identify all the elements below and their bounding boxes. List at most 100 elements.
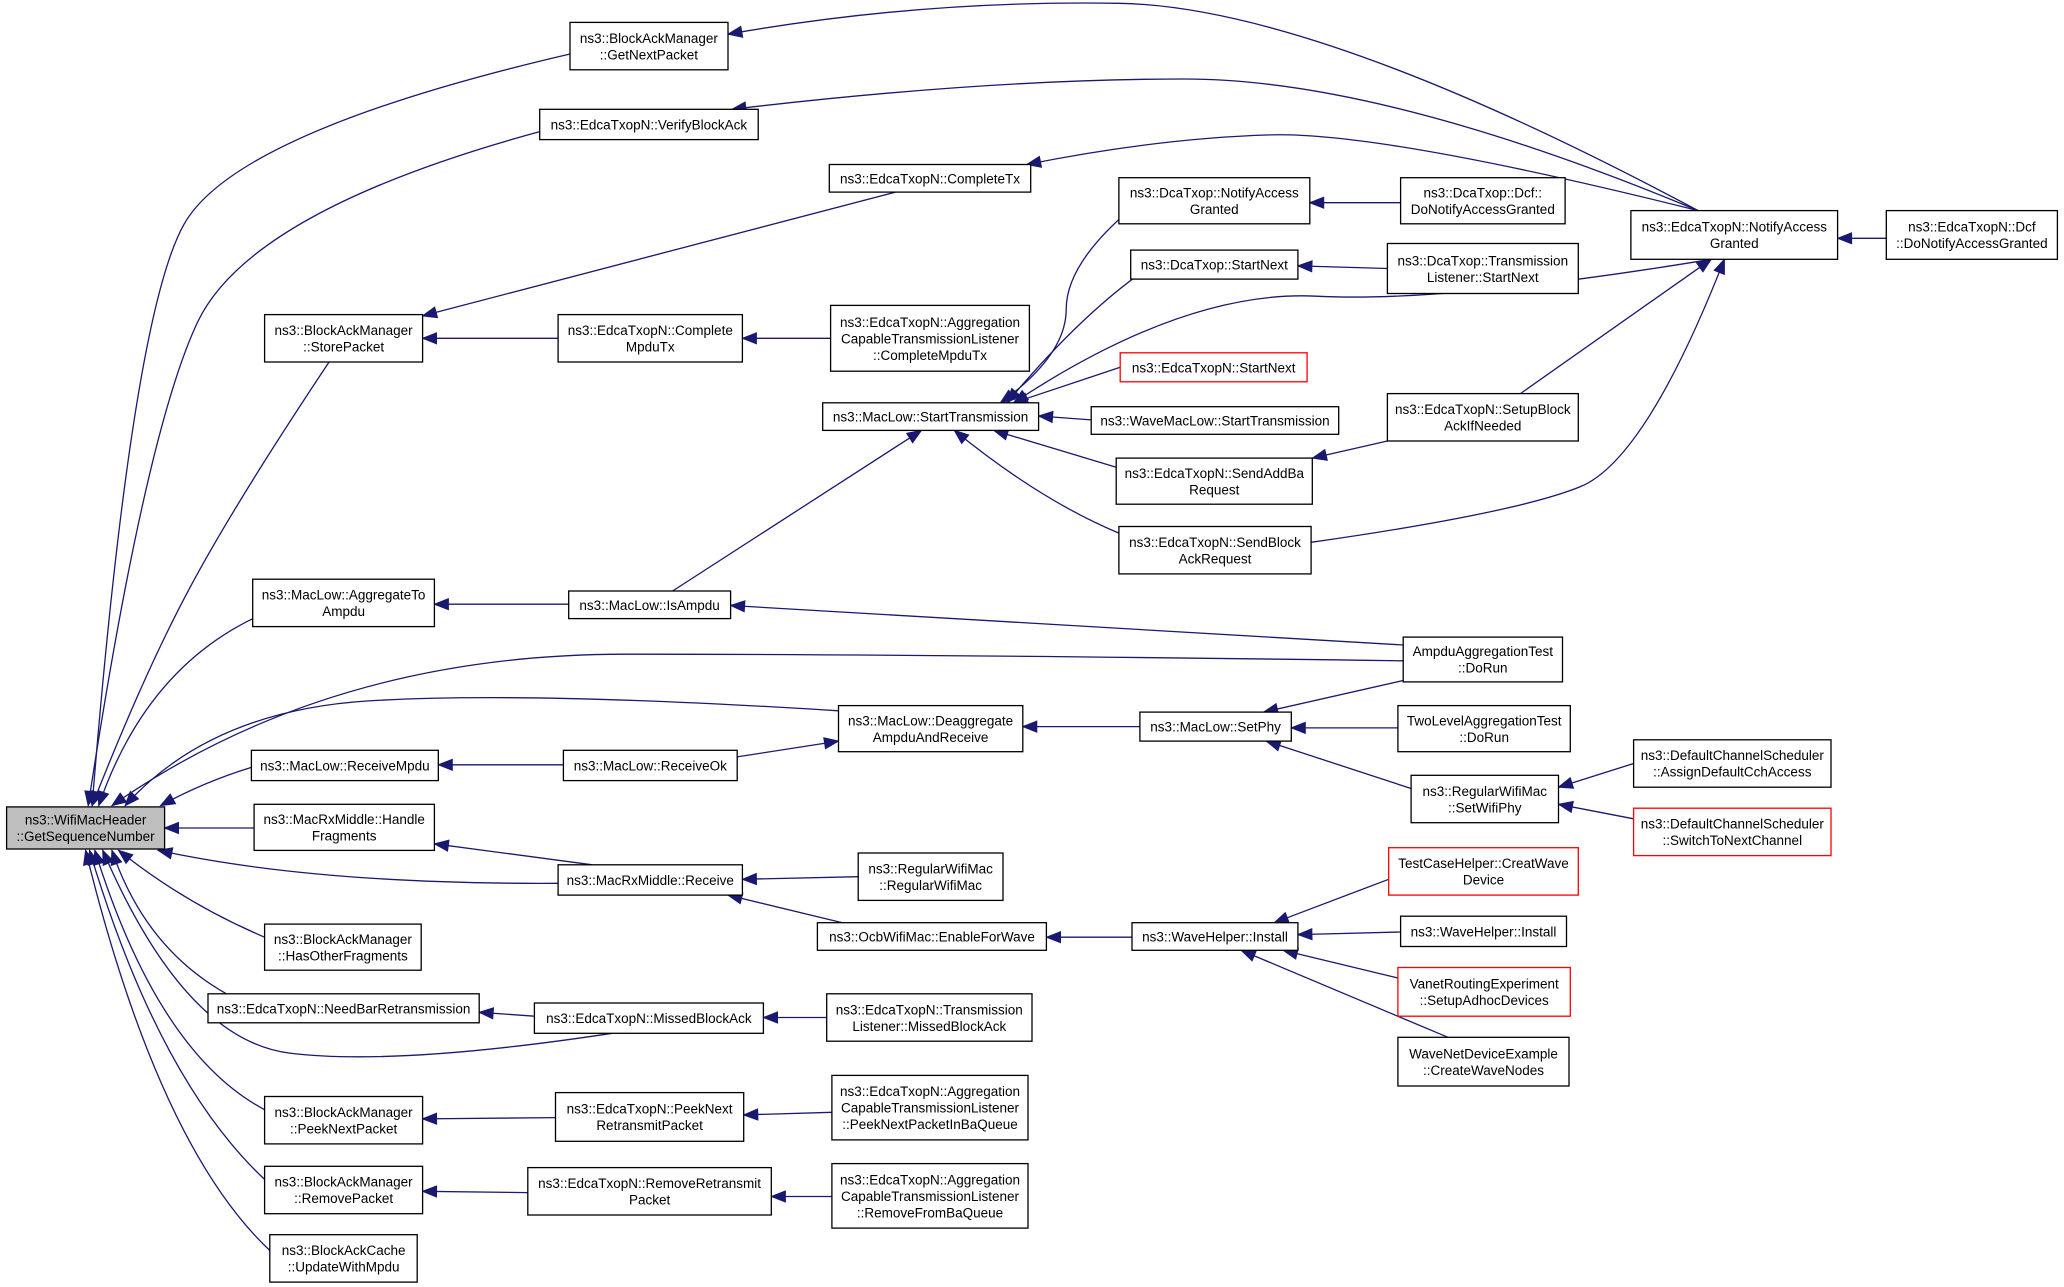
node-box <box>269 1234 418 1283</box>
edge-agg_rfq-to-etx_rrp <box>770 1190 832 1203</box>
edge-ml_ata-to-root <box>97 618 253 807</box>
node-dca_nag[interactable]: ns3::DcaTxop::NotifyAccessGranted <box>1118 177 1311 225</box>
node-dca_dcf[interactable]: ns3::DcaTxop::Dcf::DoNotifyAccessGranted <box>1399 177 1566 225</box>
node-aat_dr[interactable]: AmpduAggregationTest::DoRun <box>1402 636 1564 683</box>
edge-agg_cmtx-to-etx_cmtx <box>741 332 831 345</box>
node-rwm_swp[interactable]: ns3::RegularWifiMac::SetWifiPhy <box>1410 774 1560 824</box>
node-ml_ro[interactable]: ns3::MacLow::ReceiveOk <box>562 749 738 782</box>
node-box <box>253 803 436 852</box>
node-label: RetransmitPacket <box>596 1118 703 1133</box>
edge-line <box>111 653 1404 807</box>
edge-etx_mba-to-etx_nbr <box>477 1007 535 1020</box>
node-box <box>562 749 738 782</box>
node-ml_rm[interactable]: ns3::MacLow::ReceiveMpdu <box>250 749 439 782</box>
node-label: ::UpdateWithMpdu <box>288 1260 400 1275</box>
node-label: AckRequest <box>1179 552 1252 567</box>
node-agg_rfq[interactable]: ns3::EdcaTxopN::AggregationCapableTransm… <box>831 1162 1029 1229</box>
node-etx_ctx[interactable]: ns3::EdcaTxopN::CompleteTx <box>828 163 1032 193</box>
node-agg_cmtx[interactable]: ns3::EdcaTxopN::AggregationCapableTransm… <box>829 304 1031 372</box>
node-agg_pnp[interactable]: ns3::EdcaTxopN::AggregationCapableTransm… <box>831 1074 1029 1141</box>
node-box <box>554 1091 745 1142</box>
node-etx_vba[interactable]: ns3::EdcaTxopN::VerifyBlockAck <box>539 108 759 141</box>
node-wnde_cwn[interactable]: WaveNetDeviceExample::CreateWaveNodes <box>1397 1036 1570 1087</box>
edge-line <box>743 1111 832 1116</box>
node-etx_cmtx[interactable]: ns3::EdcaTxopN::CompleteMpduTx <box>557 313 744 363</box>
node-bam_pnp[interactable]: ns3::BlockAckManager::PeekNextPacket <box>263 1095 424 1145</box>
node-box <box>1632 739 1832 788</box>
arrow-head <box>1713 258 1725 276</box>
node-wh_i2[interactable]: ns3::WaveHelper::Install <box>1399 915 1568 948</box>
edge-line <box>88 850 266 1180</box>
node-label: ns3::EdcaTxopN::Aggregation <box>840 1172 1020 1187</box>
arrow-head <box>741 872 758 886</box>
node-box <box>569 21 729 71</box>
node-ml_isa[interactable]: ns3::MacLow::IsAmpdu <box>568 590 732 620</box>
node-etx_dcf[interactable]: ns3::EdcaTxopN::Dcf::DoNotifyAccessGrant… <box>1885 209 2059 260</box>
node-bam_gnp[interactable]: ns3::BlockAckManager::GetNextPacket <box>569 21 729 71</box>
node-box <box>1131 922 1299 951</box>
node-dcs_stnc[interactable]: ns3::DefaultChannelScheduler::SwitchToNe… <box>1632 807 1832 857</box>
node-ml_sp[interactable]: ns3::MacLow::SetPhy <box>1139 711 1292 742</box>
node-root[interactable]: ns3::WifiMacHeader::GetSequenceNumber <box>5 806 166 850</box>
node-etx_nag[interactable]: ns3::EdcaTxopN::NotifyAccessGranted <box>1630 209 1839 260</box>
node-label: ::CompleteMpduTx <box>873 348 987 363</box>
node-label: ns3::EdcaTxopN::Dcf <box>1908 220 2036 235</box>
node-mrm_r[interactable]: ns3::MacRxMiddle::Receive <box>557 864 744 896</box>
node-wml_st[interactable]: ns3::WaveMacLow::StartTransmission <box>1090 406 1340 435</box>
node-bam_sp[interactable]: ns3::BlockAckManager::StorePacket <box>263 313 424 363</box>
node-label: ns3::MacLow::SetPhy <box>1150 720 1281 735</box>
edge-ml_ro-to-ml_rm <box>436 758 564 772</box>
node-label: ::SwitchToNextChannel <box>1663 833 1803 848</box>
node-bam_hof[interactable]: ns3::BlockAckManager::HasOtherFragments <box>263 923 422 971</box>
node-box <box>1397 966 1571 1017</box>
node-owm_efw[interactable]: ns3::OcbWifiMac::EnableForWave <box>816 922 1048 951</box>
node-wh_i[interactable]: ns3::WaveHelper::Install <box>1131 922 1299 951</box>
node-vre_sad[interactable]: VanetRoutingExperiment::SetupAdhocDevice… <box>1397 966 1571 1017</box>
node-etx_tlmba[interactable]: ns3::EdcaTxopN::TransmissionListener::Mi… <box>826 993 1033 1042</box>
node-label: DoNotifyAccessGranted <box>1411 202 1555 217</box>
node-bac_uwm[interactable]: ns3::BlockAckCache::UpdateWithMpdu <box>269 1234 418 1283</box>
node-tlat_dr[interactable]: TwoLevelAggregationTest::DoRun <box>1397 704 1571 753</box>
node-box <box>1399 177 1566 225</box>
node-etx_sn[interactable]: ns3::EdcaTxopN::StartNext <box>1119 352 1308 383</box>
edge-dca_dcf-to-dca_nag <box>1308 196 1401 209</box>
node-label: TestCaseHelper::CreatWave <box>1398 856 1569 871</box>
arrow-head <box>97 789 110 807</box>
node-ml_st[interactable]: ns3::MacLow::StartTransmission <box>822 402 1040 432</box>
edge-tlat_dr-to-ml_sp <box>1289 721 1398 735</box>
node-box <box>831 1074 1029 1141</box>
node-label: ns3::EdcaTxopN::MissedBlockAck <box>546 1011 752 1026</box>
node-box <box>250 749 439 782</box>
edge-line <box>422 191 896 317</box>
edge-wh_i-to-owm_efw <box>1045 930 1132 944</box>
node-etx_mba[interactable]: ns3::EdcaTxopN::MissedBlockAck <box>533 1002 765 1034</box>
node-label: ns3::WaveMacLow::StartTransmission <box>1100 414 1329 429</box>
arrow-head <box>1296 927 1313 941</box>
node-bam_rp[interactable]: ns3::BlockAckManager::RemovePacket <box>263 1165 424 1215</box>
edge-dcs_adca-to-rwm_swp <box>1557 762 1634 789</box>
arrow-head <box>742 1108 759 1121</box>
node-label: ::RegularWifiMac <box>879 878 982 893</box>
edge-ml_isa-to-ml_st <box>672 429 923 592</box>
node-etx_nbr[interactable]: ns3::EdcaTxopN::NeedBarRetransmission <box>207 993 480 1024</box>
arrow-head <box>770 1190 786 1203</box>
node-dcs_adca[interactable]: ns3::DefaultChannelScheduler::AssignDefa… <box>1632 739 1832 788</box>
node-label: AmpduAndReceive <box>873 730 989 745</box>
node-rwm_rwm[interactable]: ns3::RegularWifiMac::RegularWifiMac <box>857 852 1004 902</box>
node-box <box>1402 636 1564 683</box>
node-dca_sn[interactable]: ns3::DcaTxop::StartNext <box>1130 249 1299 280</box>
arrow-head <box>1272 911 1290 924</box>
node-dca_tlsn[interactable]: ns3::DcaTxop::TransmissionListener::Star… <box>1386 242 1579 295</box>
node-label: ns3::MacRxMiddle::Receive <box>567 873 734 888</box>
node-box <box>263 313 424 363</box>
arrow-head <box>110 792 128 807</box>
